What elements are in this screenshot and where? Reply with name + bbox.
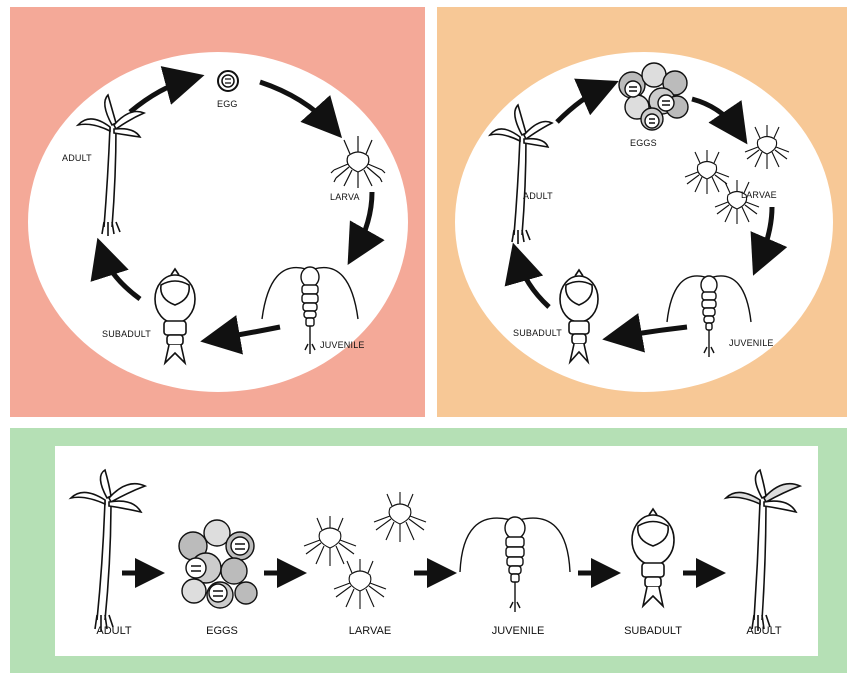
label-stage-eggs: EGGS xyxy=(206,625,238,637)
label-larvae: LARVAE xyxy=(741,190,777,200)
subadult-icon xyxy=(155,269,195,363)
label-adult: ADULT xyxy=(62,153,92,163)
egg-icon xyxy=(218,71,238,91)
label-stage-subadult: SUBADULT xyxy=(624,625,682,637)
larva-icon xyxy=(685,150,729,194)
larva-icon xyxy=(304,516,356,566)
adult-plant-icon xyxy=(71,470,145,631)
cycle-diagram-svg xyxy=(437,7,847,417)
cycle-arrow-icon xyxy=(102,252,140,299)
cycle-arrow-icon xyxy=(215,327,280,339)
larva-icon xyxy=(745,125,789,169)
larva-icon xyxy=(334,559,386,609)
cycle-panel-clutch: EGGS LARVAE JUVENILE SUBADULT ADULT xyxy=(437,7,847,417)
juvenile-icon xyxy=(460,517,570,612)
label-subadult: SUBADULT xyxy=(102,329,151,339)
cycle-arrow-icon xyxy=(617,327,687,337)
label-stage-larvae: LARVAE xyxy=(349,625,391,637)
sequence-diagram-svg xyxy=(10,428,847,673)
cycle-arrow-icon xyxy=(260,82,332,127)
cycle-arrow-icon xyxy=(759,207,772,262)
label-larva: LARVA xyxy=(330,192,360,202)
subadult-icon xyxy=(632,509,674,606)
cycle-arrow-icon xyxy=(130,79,190,112)
larva-icon xyxy=(374,492,426,542)
cycle-arrow-icon xyxy=(517,257,549,307)
egg-cluster-icon xyxy=(619,63,688,130)
adult-plant-icon xyxy=(490,105,552,244)
label-eggs: EGGS xyxy=(630,138,657,148)
larva-icon xyxy=(715,180,759,224)
subadult-icon xyxy=(560,270,598,362)
cycle-arrow-icon xyxy=(557,87,605,122)
adult-plant-icon xyxy=(78,95,144,236)
label-juvenile: JUVENILE xyxy=(729,338,774,348)
label-stage-juvenile: JUVENILE xyxy=(492,625,545,637)
linear-sequence-panel: ADULT EGGS LARVAE JUVENILE SUBADULT ADUL… xyxy=(10,428,847,673)
adult-plant-icon xyxy=(726,470,800,631)
label-subadult: SUBADULT xyxy=(513,328,562,338)
larva-icon xyxy=(331,136,385,188)
label-stage-adult-final: ADULT xyxy=(746,625,781,637)
cycle-diagram-svg xyxy=(10,7,425,417)
label-juvenile: JUVENILE xyxy=(320,340,365,350)
label-adult: ADULT xyxy=(523,191,553,201)
cycle-panel-single: EGG LARVA JUVENILE SUBADULT ADULT xyxy=(10,7,425,417)
label-stage-adult: ADULT xyxy=(96,625,131,637)
cycle-arrow-icon xyxy=(692,99,739,132)
label-egg: EGG xyxy=(217,99,238,109)
egg-cluster-icon xyxy=(179,520,257,608)
